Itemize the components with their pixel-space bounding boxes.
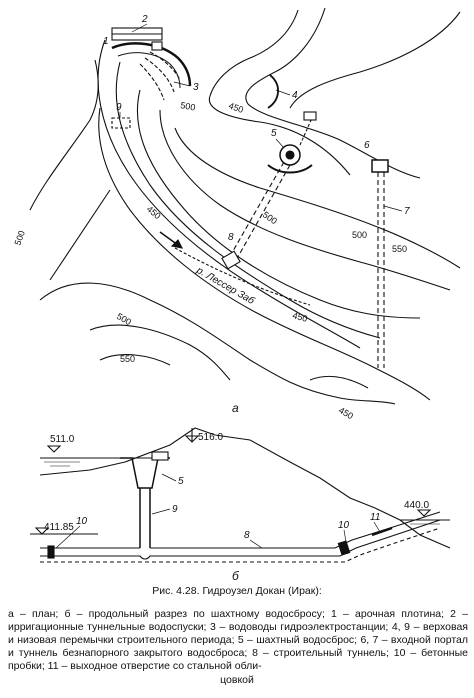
penstocks: [139, 51, 181, 101]
shaft-intake: [120, 457, 170, 489]
section-view-label: б: [232, 569, 240, 583]
arch-dam: [117, 52, 181, 89]
section-view: [30, 427, 451, 563]
callout-11: 11: [370, 512, 380, 523]
river-bank: [174, 247, 311, 306]
shaft-bridge: [303, 111, 317, 121]
level-marker: [416, 509, 432, 517]
contour-line: [159, 109, 451, 291]
shaft-crest: [151, 451, 169, 461]
contour-label: 500: [261, 209, 279, 226]
contour-line: [39, 282, 396, 405]
downstream-cofferdam: [111, 117, 131, 129]
section-labels: 511.0 516.0 411.85 440.0 5 9 8 10 10 11 …: [44, 432, 429, 583]
contour-line: [309, 375, 369, 389]
contour-line: [98, 107, 431, 401]
callout-10-left: 10: [76, 516, 88, 527]
entrance-portal: [371, 159, 389, 173]
contour-label: 450: [337, 405, 355, 421]
contour-line: [115, 61, 381, 339]
callout-4: 4: [292, 90, 298, 101]
figure-caption-last-line: цовкой: [220, 674, 254, 686]
level-marker: [34, 527, 50, 535]
tunnel-lining: [40, 527, 441, 563]
level-label: 411.85: [44, 522, 74, 533]
contour-line: [174, 127, 461, 269]
callout-6: 6: [364, 140, 370, 151]
contour-line: [29, 59, 99, 211]
callout-5-section: 5: [178, 476, 184, 487]
irrigation-outlet: [151, 41, 163, 51]
callout-9: 9: [116, 102, 122, 113]
callout-5: 5: [271, 128, 277, 139]
river-label: р. Лессер Заб: [194, 264, 257, 307]
contour-label: 450: [291, 310, 308, 324]
callout-1: 1: [103, 36, 109, 47]
contour-label: 550: [120, 354, 135, 364]
contour-label: 450: [145, 204, 163, 221]
upstream-cofferdam: [267, 74, 279, 109]
shaft-access: [299, 117, 313, 146]
contour-label: 550: [392, 244, 407, 254]
construction-tunnel-section: [40, 519, 441, 560]
level-label: 511.0: [50, 434, 75, 445]
tunnel-outlet: [221, 250, 241, 270]
contour-line: [289, 11, 461, 109]
contour-label: 500: [180, 100, 197, 112]
level-marker: [46, 445, 62, 453]
contour-line: [99, 354, 171, 366]
concrete-plug: [337, 540, 351, 556]
plan-view: [29, 7, 461, 405]
level-label: 516.0: [198, 432, 223, 443]
concrete-plug: [47, 545, 55, 559]
figure-caption-text: а – план; б – продольный разрез по шахтн…: [8, 608, 468, 672]
contour-line: [245, 7, 421, 179]
callout-8-section: 8: [244, 530, 250, 541]
flow-arrow-head: [170, 239, 183, 249]
plan-view-label: а: [232, 401, 239, 415]
contour-line: [49, 189, 111, 281]
spillway-crest: [267, 164, 313, 174]
level-label: 440.0: [404, 500, 429, 511]
contour-line: [208, 9, 351, 176]
contour-label: 500: [12, 229, 27, 247]
contour-label: 500: [352, 230, 367, 240]
contour-line: [136, 89, 421, 319]
callout-8: 8: [228, 232, 234, 243]
callout-3: 3: [193, 82, 199, 93]
contour-line: [89, 324, 231, 381]
callout-10-right: 10: [338, 520, 350, 531]
callout-7: 7: [404, 206, 410, 217]
shaft-spillway-inner: [285, 150, 295, 160]
construction-tunnel: [234, 164, 291, 263]
construction-tunnel-section: [40, 511, 441, 549]
arch-dam: [111, 42, 192, 87]
figure-caption-title: Рис. 4.28. Гидроузел Докан (Ирак):: [152, 585, 322, 597]
construction-tunnel: [228, 161, 285, 259]
callout-9-section: 9: [172, 504, 178, 515]
steel-outlet: [371, 526, 393, 537]
callout-2: 2: [141, 14, 148, 25]
contour-line: [97, 39, 361, 349]
contour-label: 450: [227, 100, 245, 115]
